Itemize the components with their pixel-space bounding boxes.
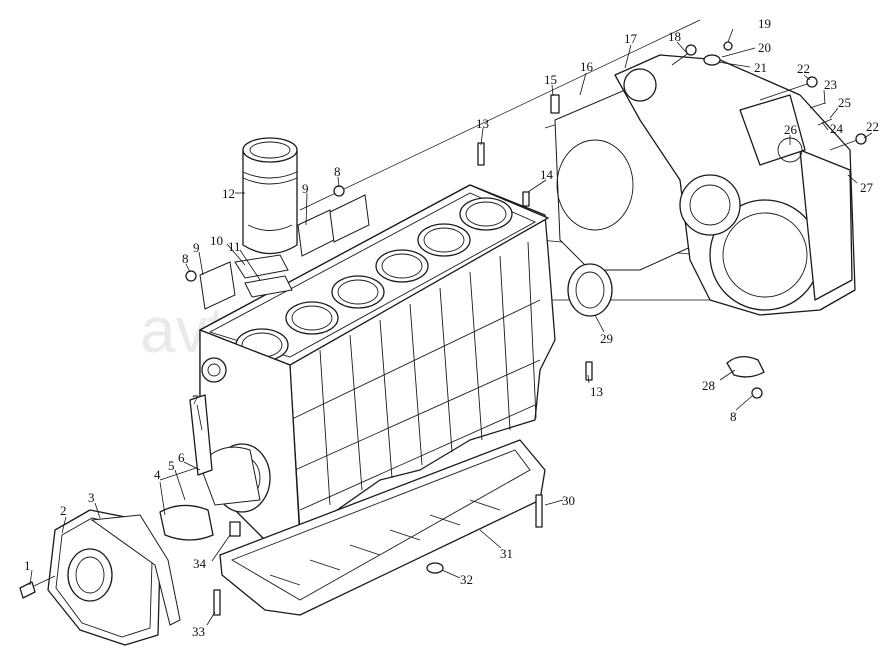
callout-31: 31 [500,546,513,561]
front-timing-cover [47,509,181,646]
flywheel-housing [614,54,856,316]
side-cover-plates [199,194,370,310]
cylinder-liner [242,137,298,255]
callout-11: 11 [228,239,241,254]
callout-10: 10 [210,233,223,248]
callout-25: 25 [838,95,851,110]
callout-labels: 1 2 3 4 5 6 7 8 8 8 9 9 10 11 12 13 13 1… [24,16,879,639]
callout-8-top: 8 [334,164,341,179]
callout-33: 33 [192,624,205,639]
callout-29: 29 [600,331,613,346]
callout-3: 3 [88,490,95,505]
cylinder-bores [235,197,513,362]
callout-9-left: 9 [193,240,200,255]
callout-27: 27 [860,180,874,195]
callout-18: 18 [668,29,681,44]
callout-32: 32 [460,572,473,587]
callout-13-top: 13 [476,116,489,131]
callout-34: 34 [193,556,207,571]
callout-4: 4 [154,467,161,482]
callout-5: 5 [168,458,175,473]
callout-21: 21 [754,60,767,75]
callout-22-top: 22 [797,61,810,76]
callout-23: 23 [824,77,837,92]
callout-14: 14 [540,167,554,182]
callout-13-bottom: 13 [590,384,603,399]
callout-6: 6 [178,450,185,465]
callout-15: 15 [544,72,557,87]
callout-8-left: 8 [182,251,189,266]
oil-pan [219,439,546,616]
rear-oil-seal [567,263,613,317]
block-ribs [289,241,541,531]
callout-22-right: 22 [866,119,879,134]
callout-19: 19 [758,16,771,31]
callout-8-right: 8 [730,409,737,424]
callout-1: 1 [24,558,31,573]
fasteners [19,41,867,616]
callout-28: 28 [702,378,715,393]
callout-30: 30 [562,493,575,508]
callout-20: 20 [758,40,771,55]
callout-17: 17 [624,31,638,46]
callout-24: 24 [830,121,844,136]
callout-16: 16 [580,59,594,74]
front-seal-and-plate [159,394,261,541]
callout-26: 26 [784,122,798,137]
callout-7: 7 [192,392,199,407]
callout-2: 2 [60,503,67,518]
inspection-cover [726,356,765,378]
callout-9-top: 9 [302,181,309,196]
callout-12: 12 [222,186,235,201]
leader-lines [29,28,873,626]
